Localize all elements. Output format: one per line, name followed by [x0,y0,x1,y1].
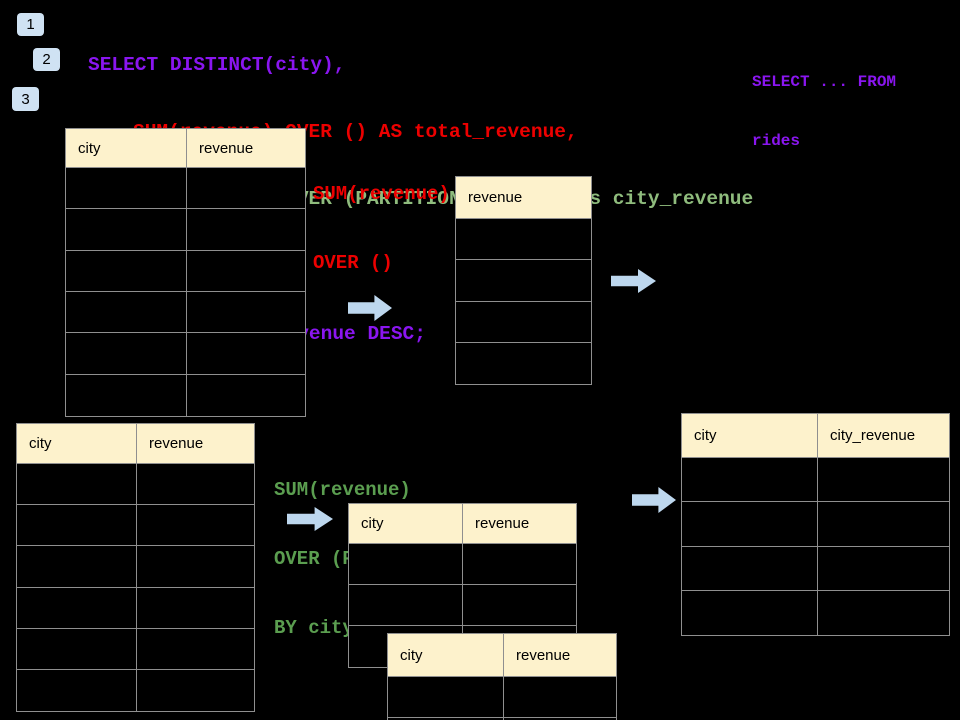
table-source-top: city revenue [65,128,306,417]
column-header-city: city [349,504,463,544]
side-note-line-2: rides [752,131,801,150]
table-cell [818,547,949,591]
table-cell [187,375,305,416]
table-cell [456,302,591,343]
table-cell [187,251,305,292]
table-result-right: city city_revenue [681,413,950,636]
side-note: SELECT ... FROM rides [752,34,896,190]
table-cell [463,544,576,585]
table-cell [349,585,463,626]
table-cell [17,546,137,588]
side-note-line-1: SELECT ... FROM [752,73,897,91]
table-cell [137,505,254,547]
table-cell [463,585,576,626]
label-total-line-2: OVER () [313,252,393,274]
table-cell [17,628,137,670]
table-cell [187,209,305,251]
table-cell [682,502,818,547]
table-revenue-only: revenue [455,176,592,385]
table-cell [818,458,949,503]
table-cell [187,292,305,334]
column-header-revenue: revenue [463,504,576,544]
table-cell [17,464,137,506]
table-cell [456,260,591,302]
column-header-city: city [66,129,187,168]
column-header-city: city [17,424,137,464]
table-cell [66,374,187,416]
arrow-right-icon [632,487,676,513]
table-cell [504,677,616,718]
table-cell [137,588,254,629]
column-header-city: city [682,414,818,458]
column-header-revenue: revenue [456,177,591,219]
table-cell [137,670,254,711]
table-cell [137,464,254,506]
table-cell [66,209,187,251]
table-source-bottom: city revenue [16,423,255,712]
table-cell [66,333,187,375]
table-cell [137,546,254,588]
table-cell [456,219,591,261]
column-header-revenue: revenue [137,424,254,464]
table-cell [682,546,818,591]
table-cell [818,591,949,635]
table-cell [388,718,504,720]
label-partition-line-1: SUM(revenue) [274,479,411,501]
sql-line-select: SELECT DISTINCT(city), [88,53,346,76]
table-partition-overlay: city revenue [387,633,617,720]
label-total-revenue: SUM(revenue) OVER () [313,137,450,321]
table-cell [456,343,591,384]
table-cell [187,168,305,210]
table-cell [349,544,463,585]
table-cell [388,677,504,718]
table-cell [17,587,137,629]
column-header-revenue: revenue [187,129,305,168]
table-cell [682,590,818,635]
column-header-city-revenue: city_revenue [818,414,949,458]
step-badge-1: 1 [17,13,44,36]
table-cell [682,458,818,503]
table-cell [66,291,187,334]
step-badge-2: 2 [33,48,60,71]
step-badge-3: 3 [12,87,39,111]
table-cell [66,250,187,292]
label-total-line-1: SUM(revenue) [313,183,450,205]
table-cell [17,505,137,547]
table-cell [137,629,254,670]
table-cell [187,333,305,375]
column-header-revenue: revenue [504,634,616,677]
table-cell [818,502,949,547]
table-cell [66,168,187,210]
table-cell [17,669,137,711]
column-header-city: city [388,634,504,677]
